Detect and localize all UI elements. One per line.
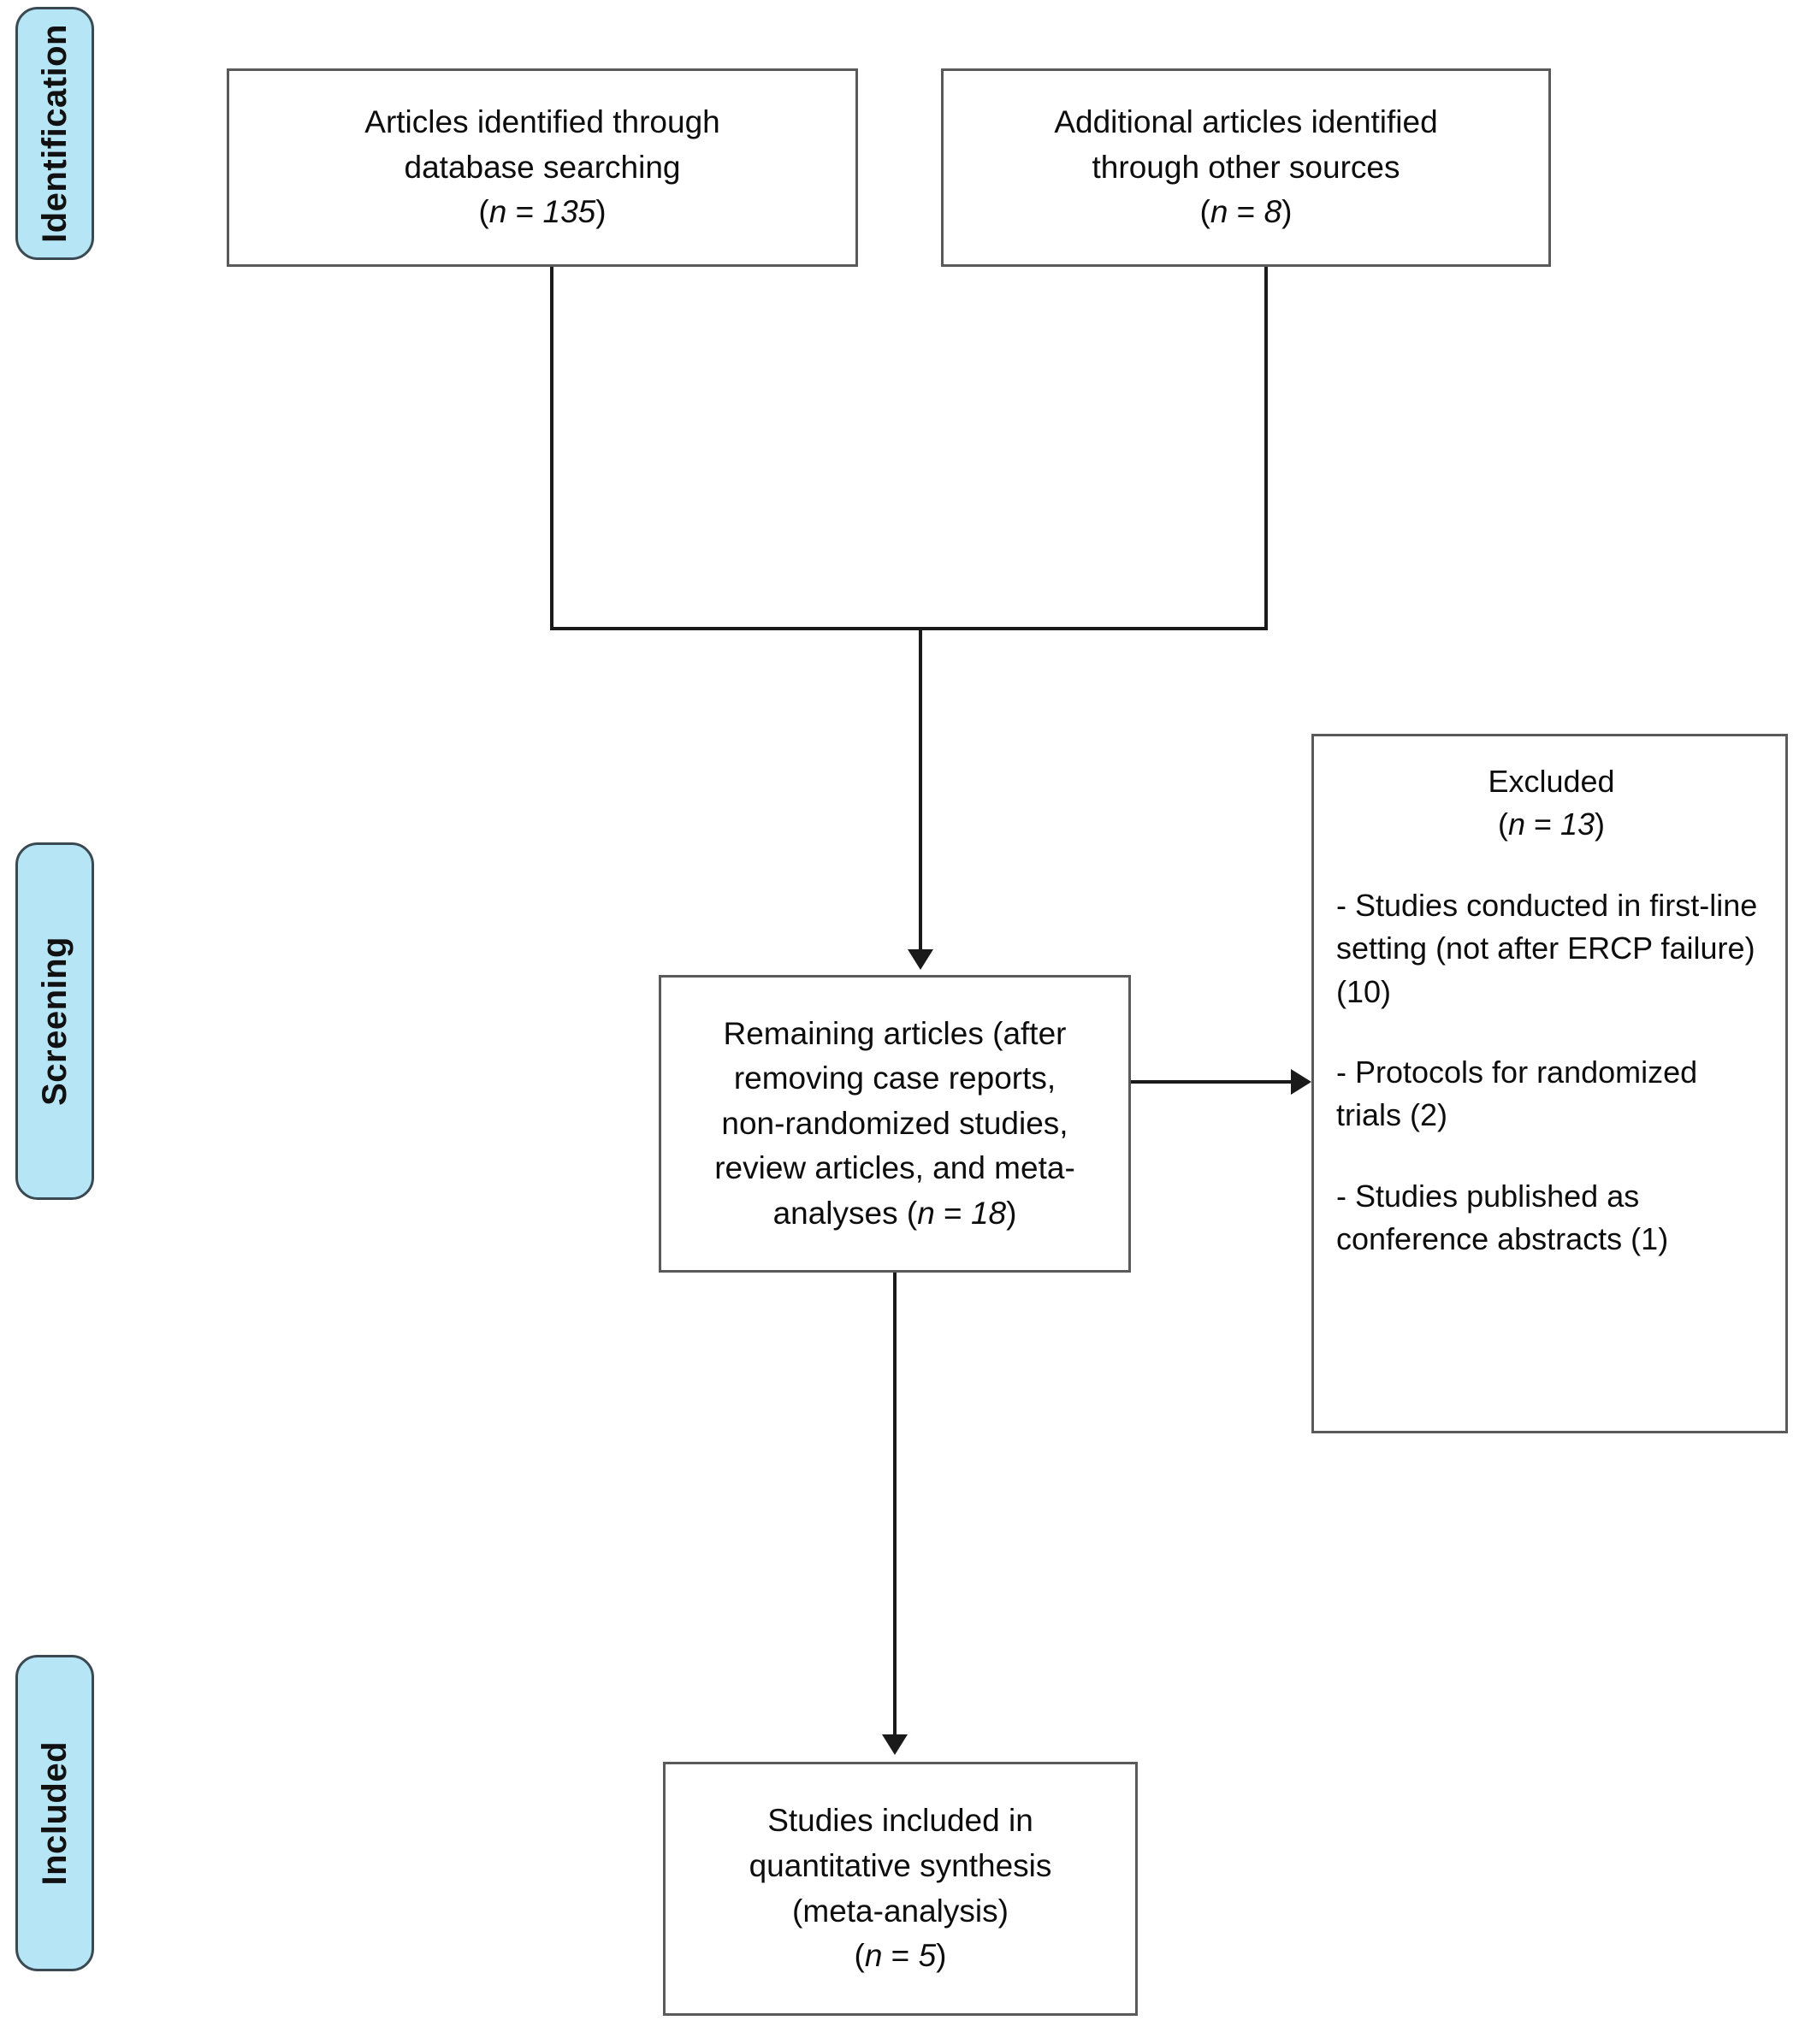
n-value: 18 — [970, 1195, 1007, 1231]
stage-label-included-text: Included — [35, 1740, 74, 1886]
box-database-search-line2: database searching — [404, 149, 681, 185]
n-symbol: n — [864, 1938, 883, 1974]
excluded-reason-item: - Protocols for randomized trials (2) — [1336, 1054, 1698, 1133]
n-symbol: n — [917, 1195, 935, 1231]
stage-label-screening: Screening — [15, 842, 94, 1200]
box-remaining-count: analyses (n = 18) — [677, 1191, 1113, 1237]
stage-label-identification: Identification — [15, 7, 94, 260]
box-excluded-text: Excluded (n = 13) - Studies conducted in… — [1336, 760, 1767, 1261]
stage-label-included: Included — [15, 1655, 94, 1971]
connector-join-bar — [550, 627, 1268, 630]
paren-close: ) — [1281, 194, 1293, 230]
paren-open: ( — [854, 1938, 865, 1974]
box-excluded-heading: Excluded — [1488, 764, 1615, 799]
n-equals: = — [934, 1195, 971, 1231]
analyses-prefix: analyses ( — [772, 1195, 918, 1231]
paren-close: ) — [936, 1938, 947, 1974]
n-equals: = — [506, 194, 543, 230]
box-remaining-articles-text: Remaining articles (after removing case … — [677, 1012, 1113, 1237]
box-database-search: Articles identified through database sea… — [227, 68, 858, 267]
paren-open: ( — [478, 194, 489, 230]
n-equals: = — [882, 1938, 919, 1974]
paren-open: ( — [1497, 806, 1508, 842]
box-remaining-articles: Remaining articles (after removing case … — [659, 975, 1131, 1273]
n-value: 8 — [1264, 194, 1282, 230]
n-equals: = — [1228, 194, 1264, 230]
box-other-sources-count: (n = 8) — [959, 190, 1533, 235]
connector-to-excluded — [1131, 1080, 1292, 1084]
n-equals: = — [1524, 806, 1560, 842]
box-remaining-line4: review articles, and meta- — [714, 1150, 1075, 1186]
connector-to-included — [893, 1273, 897, 1736]
arrow-down-icon-to-included — [882, 1734, 908, 1755]
box-included-line2: quantitative synthesis — [749, 1847, 1052, 1883]
stage-label-screening-text: Screening — [35, 936, 74, 1106]
paren-close: ) — [595, 194, 607, 230]
box-other-sources-text: Additional articles identified through o… — [959, 100, 1533, 235]
box-database-search-text: Articles identified through database sea… — [245, 100, 840, 235]
paren-close: ) — [1595, 806, 1606, 842]
n-symbol: n — [1210, 194, 1228, 230]
n-value: 13 — [1560, 806, 1595, 842]
box-database-search-count: (n = 135) — [245, 190, 840, 235]
paren-close: ) — [1006, 1195, 1017, 1231]
excluded-reason-item: - Studies conducted in first-line settin… — [1336, 887, 1758, 1009]
box-included-line3: (meta-analysis) — [792, 1893, 1009, 1929]
arrow-down-icon-to-remaining — [908, 949, 933, 970]
connector-to-remaining — [919, 629, 922, 952]
n-value: 135 — [542, 194, 596, 230]
connector-other-sources-drop — [1264, 267, 1268, 629]
box-remaining-line3: non-randomized studies, — [721, 1105, 1068, 1141]
box-other-sources-line2: through other sources — [1092, 149, 1400, 185]
box-excluded-heading-group: Excluded (n = 13) — [1336, 760, 1767, 847]
box-database-search-line1: Articles identified through — [364, 104, 720, 140]
stage-label-identification-text: Identification — [35, 24, 74, 243]
box-studies-included: Studies included in quantitative synthes… — [663, 1762, 1138, 2016]
arrow-right-icon-to-excluded — [1291, 1069, 1311, 1095]
box-other-sources-line1: Additional articles identified — [1054, 104, 1438, 140]
n-value: 5 — [918, 1938, 937, 1974]
paren-open: ( — [1199, 194, 1210, 230]
box-included-count: (n = 5) — [681, 1934, 1120, 1979]
box-other-sources: Additional articles identified through o… — [941, 68, 1551, 267]
box-studies-included-text: Studies included in quantitative synthes… — [681, 1799, 1120, 1978]
excluded-reason-item: - Studies published as conference abstra… — [1336, 1178, 1669, 1257]
box-included-line1: Studies included in — [767, 1803, 1033, 1839]
n-symbol: n — [488, 194, 507, 230]
connector-database-search-drop — [550, 267, 553, 629]
box-excluded-count: (n = 13) — [1336, 803, 1767, 846]
box-remaining-line1: Remaining articles (after — [723, 1015, 1067, 1051]
n-symbol: n — [1507, 806, 1525, 842]
box-remaining-line2: removing case reports, — [733, 1060, 1056, 1096]
box-excluded: Excluded (n = 13) - Studies conducted in… — [1311, 734, 1788, 1433]
